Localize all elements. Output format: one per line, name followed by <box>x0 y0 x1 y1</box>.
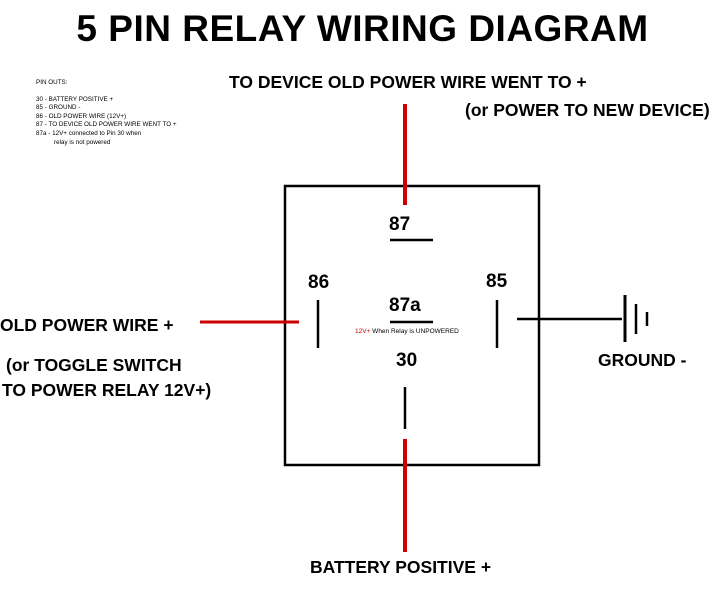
pin-outs-legend: PIN OUTS: 30 - BATTERY POSITIVE + 85 - G… <box>36 79 177 147</box>
label-battery-positive: BATTERY POSITIVE + <box>310 557 492 577</box>
pin-86-label: 86 <box>308 272 330 293</box>
pin-outs-line-85: 85 - GROUND - <box>36 104 81 112</box>
diagram-title: 5 PIN RELAY WIRING DIAGRAM <box>76 8 649 49</box>
label-old-power-wire: OLD POWER WIRE + <box>0 315 174 335</box>
label-power-relay: TO POWER RELAY 12V+) <box>2 380 212 400</box>
label-toggle-switch: (or TOGGLE SWITCH <box>6 355 182 375</box>
pin-30-label: 30 <box>396 350 418 371</box>
pin-outs-line-87: 87 - TO DEVICE OLD POWER WIRE WENT TO + <box>36 121 177 129</box>
pin-outs-line-87a: 87a - 12V+ connected to Pin 30 when <box>36 129 142 137</box>
pin-87a-label: 87a <box>389 295 421 316</box>
pin-outs-line-86: 86 - OLD POWER WIRE (12V+) <box>36 112 127 120</box>
pin-outs-heading: PIN OUTS: <box>36 79 68 86</box>
label-ground: GROUND - <box>598 350 687 370</box>
note-voltage: 12V+ <box>355 328 371 335</box>
pin-87a-note: 12V+ When Relay is UNPOWERED <box>355 328 459 335</box>
pin-outs-line-87a-cont: relay is not powered <box>54 138 111 146</box>
pin-87-label: 87 <box>389 214 411 235</box>
pin-85-label: 85 <box>486 271 508 292</box>
label-device-power: TO DEVICE OLD POWER WIRE WENT TO + <box>229 72 587 92</box>
pin-outs-line-30: 30 - BATTERY POSITIVE + <box>36 95 114 103</box>
relay-box <box>283 184 541 467</box>
label-new-device: (or POWER TO NEW DEVICE) <box>465 100 710 120</box>
note-text: When Relay is UNPOWERED <box>370 328 459 335</box>
